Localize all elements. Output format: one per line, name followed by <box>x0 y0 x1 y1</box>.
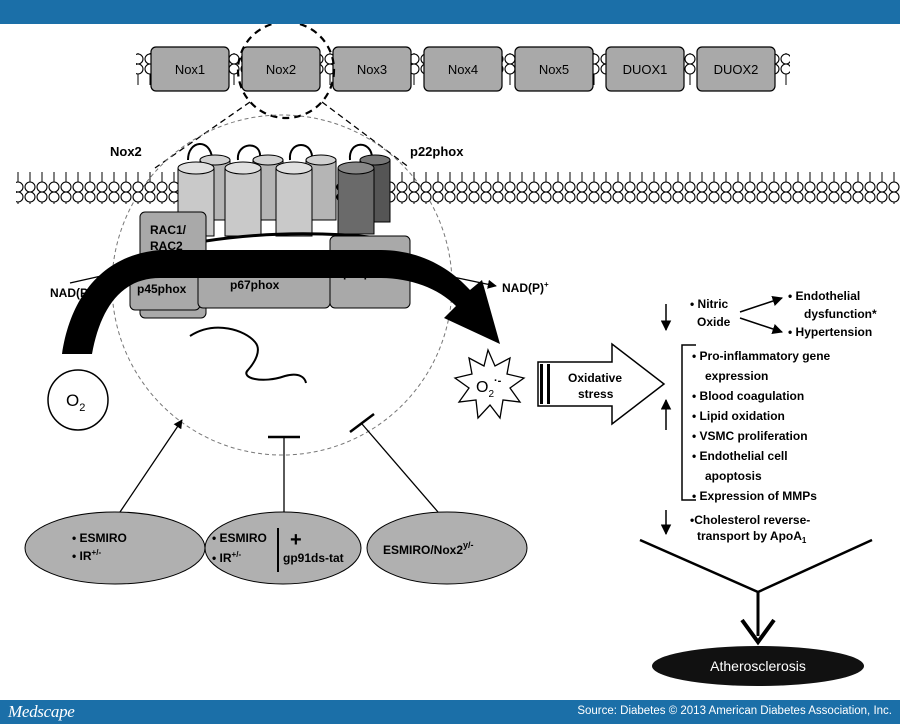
model-mid-ir: • IR <box>212 551 232 565</box>
o2-text: O <box>66 391 79 410</box>
footer-bar: Medscape Source: Diabetes © 2013 America… <box>0 700 900 724</box>
nox-label-nox2: Nox2 <box>266 62 296 77</box>
no-arrow-up <box>739 296 783 313</box>
model-mid-drug: gp91ds-tat <box>283 551 344 565</box>
model-right-label: ESMIRO/Nox2y/- <box>383 540 474 557</box>
no-effect-3: • Hypertension <box>788 325 872 339</box>
model-left-ir: • IR <box>72 549 92 563</box>
superoxide-burst <box>453 347 526 420</box>
nox2-highlight-circle <box>236 24 336 120</box>
oxidative-label-1: Oxidative <box>568 371 622 385</box>
model-right-sup: y/- <box>463 540 474 550</box>
model-left-line2: • IR+/- <box>72 548 101 563</box>
o2-molecule <box>47 369 109 431</box>
effect-item: • Expression of MMPs <box>692 489 817 503</box>
o2-label: O2 <box>66 391 85 414</box>
convergence-lines <box>639 538 873 594</box>
nox-label-nox5: Nox5 <box>539 62 569 77</box>
electron-transfer-arrow <box>62 250 500 354</box>
nox-box-nox5 <box>514 46 594 92</box>
nitric-oxide-1: • Nitric <box>690 297 729 311</box>
model-mid-sup: +/- <box>232 550 242 559</box>
model-esmiro-nox2 <box>366 511 528 585</box>
nadp-text: NAD(P) <box>502 281 544 295</box>
nox-family-membrane: Nox1 Nox2 Nox3 Nox4 Nox5 DUOX1 DUOX2 <box>136 46 790 92</box>
nox-box-duox2 <box>696 46 776 92</box>
model-right-text: ESMIRO/Nox2 <box>383 543 463 557</box>
cholesterol-1: •Cholesterol reverse- <box>690 513 810 527</box>
model-esmiro-ir <box>24 511 206 585</box>
nox-box-nox2 <box>241 46 321 92</box>
zoom-line-right <box>321 101 411 169</box>
model-mid-line2: • IR+/- <box>212 550 241 565</box>
no-arrow-down <box>739 317 783 334</box>
nox-box-nox4 <box>423 46 503 92</box>
nox2-label: Nox2 <box>110 144 142 159</box>
nox-label-duox2: DUOX2 <box>714 62 759 77</box>
nox2-transmembrane-helices <box>177 143 337 237</box>
main-lipid-bilayer <box>16 172 900 204</box>
nox-label-nox4: Nox4 <box>448 62 478 77</box>
no-effect-2: dysfunction* <box>804 307 877 321</box>
header-bar <box>0 0 900 24</box>
oxidative-stress-arrow <box>537 342 666 426</box>
effect-item: • Blood coagulation <box>692 389 804 403</box>
right-model-inhibit-line <box>361 423 439 513</box>
model-mid-line1: • ESMIRO <box>212 531 267 545</box>
p67phox-label: p67phox <box>230 278 280 292</box>
cholesterol-text: transport by ApoA <box>697 529 802 543</box>
nadp-label: NAD(P)+ <box>502 280 549 295</box>
nox-label-duox1: DUOX1 <box>623 62 668 77</box>
effect-item: • Endothelial cell <box>692 449 788 463</box>
effect-item: • Pro-inflammatory gene <box>692 349 831 363</box>
model-left-line1: • ESMIRO <box>72 531 127 545</box>
nox-box-nox1 <box>150 46 230 92</box>
nitric-oxide-2: Oxide <box>697 315 731 329</box>
nadp-plus-sup: + <box>544 280 549 289</box>
protein-tail <box>189 326 307 384</box>
atherosclerosis-label: Atherosclerosis <box>710 658 806 674</box>
superoxide-label: O2·- <box>476 375 502 400</box>
model-esmiro-ir-gp91 <box>204 511 362 585</box>
no-effect-1: • Endothelial <box>788 289 860 303</box>
increased-effects-list: • Pro-inflammatory gene expression • Blood… <box>692 349 831 503</box>
rac-label-2: RAC2 <box>150 239 183 253</box>
superoxide-sub: 2 <box>488 389 494 400</box>
superoxide-sup: ·- <box>494 375 502 387</box>
left-model-increase-arrow <box>119 419 183 513</box>
effect-item: • Lipid oxidation <box>692 409 785 423</box>
rac-label-1: RAC1/ <box>150 223 187 237</box>
nox-box-duox1 <box>605 46 685 92</box>
superoxide-text: O <box>476 379 488 396</box>
model-mid-plus: + <box>290 529 302 551</box>
nox-label-nox1: Nox1 <box>175 62 205 77</box>
cholesterol-sub: 1 <box>802 536 807 545</box>
effects-bracket <box>681 344 696 501</box>
nox-label-nox3: Nox3 <box>357 62 387 77</box>
right-model-inhibit-bar <box>349 413 375 433</box>
p22phox-label: p22phox <box>410 144 464 159</box>
model-left-sup: +/- <box>92 548 102 557</box>
p45phox-label: p45phox <box>137 282 187 296</box>
cholesterol-2: transport by ApoA1 <box>697 529 807 545</box>
oxidative-label-2: stress <box>578 387 614 401</box>
medscape-logo[interactable]: Medscape <box>8 702 75 721</box>
effect-item: expression <box>705 369 768 383</box>
effect-item: apoptosis <box>705 469 762 483</box>
p22phox-helices <box>337 143 391 235</box>
source-credit: Source: Diabetes © 2013 American Diabete… <box>577 705 892 717</box>
effect-item: • VSMC proliferation <box>692 429 808 443</box>
o2-sub: 2 <box>79 402 85 414</box>
atherosclerosis-ellipse <box>652 646 864 686</box>
